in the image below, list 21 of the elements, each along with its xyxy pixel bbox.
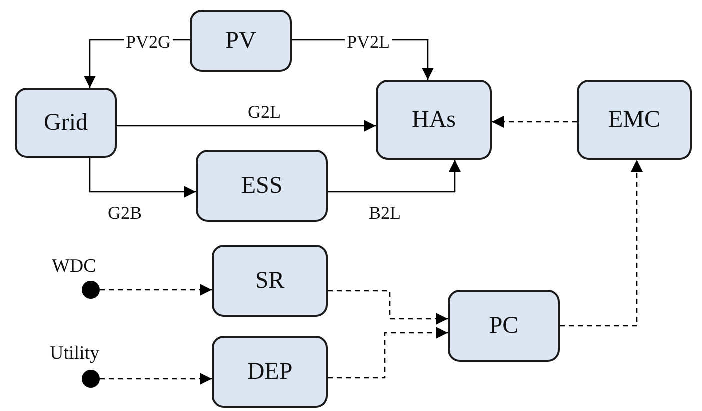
arrow xyxy=(117,120,376,132)
arrow xyxy=(328,160,461,193)
process-box: Grid xyxy=(15,88,117,158)
input-label: Utility xyxy=(50,343,100,365)
dashed-arrow xyxy=(328,327,448,379)
process-box: PV xyxy=(190,10,292,72)
dashed-arrow xyxy=(100,373,212,385)
dashed-arrow xyxy=(328,290,448,325)
dot-marker xyxy=(82,281,100,299)
process-box: ESS xyxy=(196,150,328,222)
process-box: HAs xyxy=(376,80,492,160)
dashed-arrow xyxy=(492,116,577,128)
process-box: EMC xyxy=(577,80,692,160)
process-box: PC xyxy=(448,290,560,362)
process-box: DEP xyxy=(212,336,328,408)
process-box: SR xyxy=(212,245,328,317)
dot-marker xyxy=(82,370,100,388)
dashed-arrow xyxy=(560,160,643,327)
dashed-arrow xyxy=(100,284,212,296)
arrow xyxy=(89,158,196,198)
input-label: WDC xyxy=(52,256,96,278)
